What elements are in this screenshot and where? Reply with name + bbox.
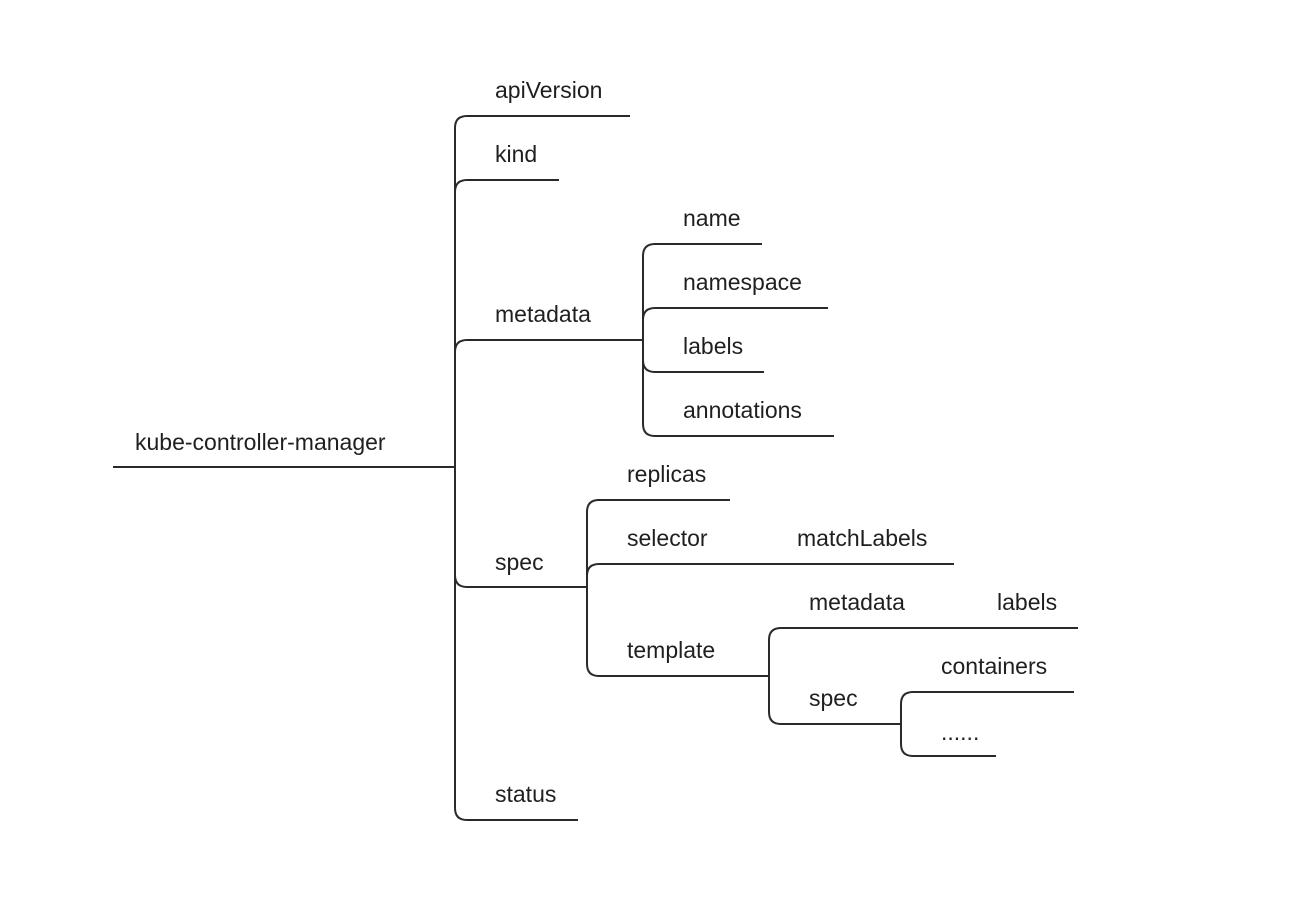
edge-status xyxy=(454,807,578,821)
edge-template-spec xyxy=(768,711,901,725)
edge-labels xyxy=(642,359,764,373)
edge-namespace xyxy=(642,307,828,321)
node-template-metadata-labels[interactable]: labels xyxy=(997,589,1057,615)
edge-spec xyxy=(454,574,587,588)
node-template-metadata[interactable]: metadata xyxy=(809,589,905,615)
connectors xyxy=(113,115,1078,821)
node-spec-replicas[interactable]: replicas xyxy=(627,461,706,487)
node-metadata-labels[interactable]: labels xyxy=(683,333,743,359)
node-status[interactable]: status xyxy=(495,781,556,807)
node-root[interactable]: kube-controller-manager xyxy=(135,429,386,455)
edge-metadata xyxy=(454,339,643,353)
edge-kind xyxy=(454,179,559,193)
edge-template xyxy=(586,663,769,677)
node-spec-selector[interactable]: selector xyxy=(627,525,708,551)
node-kind[interactable]: kind xyxy=(495,141,537,167)
node-spec-template[interactable]: template xyxy=(627,637,715,663)
node-metadata-name[interactable]: name xyxy=(683,205,741,231)
node-metadata-annotations[interactable]: annotations xyxy=(683,397,802,423)
edge-annotations xyxy=(642,423,834,437)
node-template-spec[interactable]: spec xyxy=(809,685,858,711)
node-metadata[interactable]: metadata xyxy=(495,301,591,327)
node-template-spec-containers[interactable]: containers xyxy=(941,653,1047,679)
node-template-spec-more[interactable]: ...... xyxy=(941,719,979,745)
edge-replicas xyxy=(586,499,730,513)
node-selector-matchlabels[interactable]: matchLabels xyxy=(797,525,927,551)
edge-containers xyxy=(900,691,1074,705)
edge-template-metadata xyxy=(768,627,1078,641)
edge-selector xyxy=(586,563,954,577)
node-apiversion[interactable]: apiVersion xyxy=(495,77,602,103)
node-spec[interactable]: spec xyxy=(495,549,544,575)
node-labels: kube-controller-manager apiVersion kind … xyxy=(135,77,1057,807)
edge-more xyxy=(900,743,996,757)
node-metadata-namespace[interactable]: namespace xyxy=(683,269,802,295)
edge-name xyxy=(642,243,762,257)
edge-apiversion xyxy=(454,115,630,129)
